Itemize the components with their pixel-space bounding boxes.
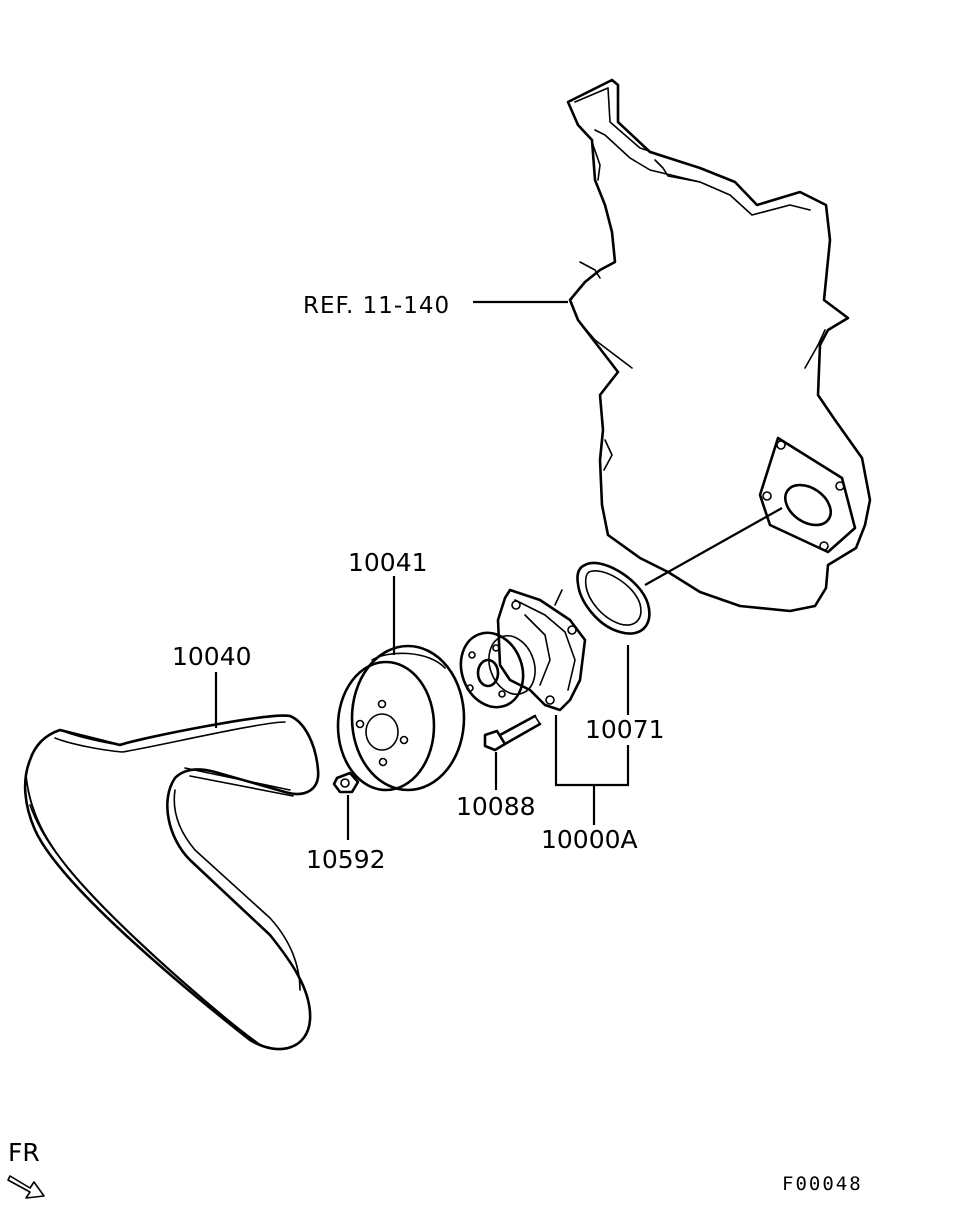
label-10000a: 10000A (541, 825, 638, 854)
front-direction-arrow-icon (7, 1175, 45, 1199)
label-10071: 10071 (585, 715, 665, 744)
label-fr: FR (8, 1138, 40, 1167)
label-10088: 10088 (456, 792, 536, 821)
label-10040: 10040 (172, 642, 252, 671)
bolt-10088 (483, 714, 542, 752)
water-pump-assembly (459, 588, 587, 712)
label-10041: 10041 (348, 548, 428, 577)
pulley-10041 (336, 644, 466, 792)
label-ref-11-140: REF. 11-140 (303, 293, 450, 319)
engine-front-cover (566, 78, 872, 613)
bolt-10592 (332, 771, 360, 794)
label-10592: 10592 (306, 845, 386, 874)
leader-lines (214, 300, 783, 840)
drive-belt-10040 (23, 714, 320, 1051)
figure-code: F00048 (782, 1173, 863, 1195)
gasket-10071 (576, 561, 651, 635)
